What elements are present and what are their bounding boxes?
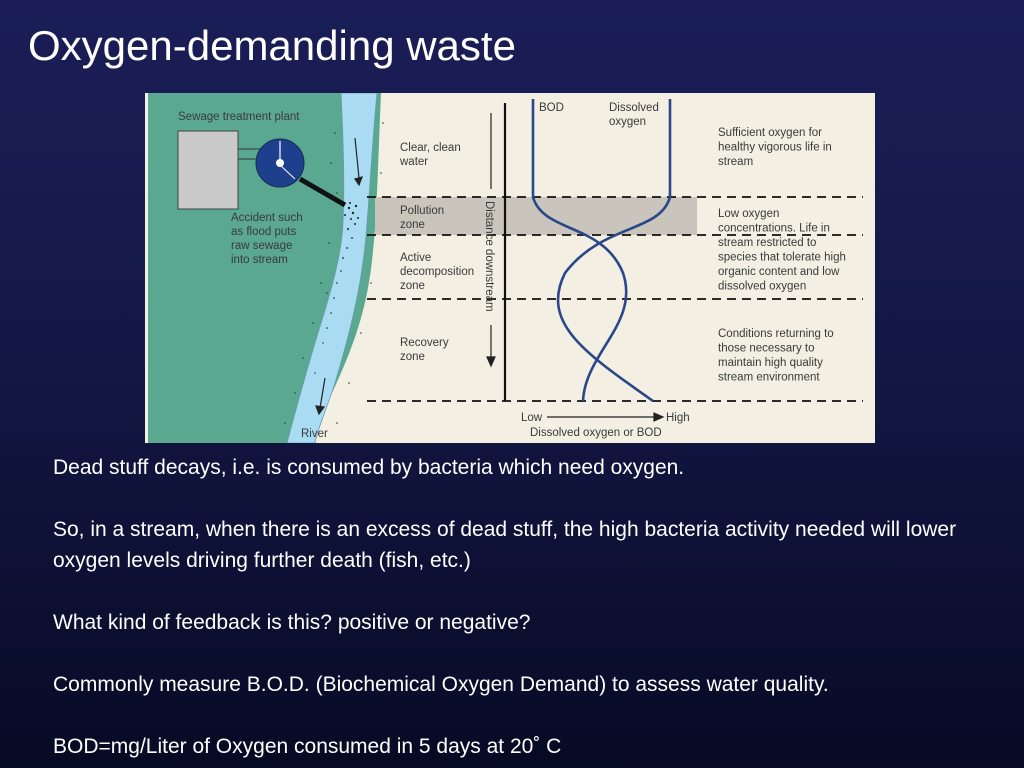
bod-curve: [531, 99, 628, 402]
plant-wheel-spoke2: [279, 164, 296, 180]
bod-label: BOD: [539, 102, 564, 114]
bullet-bod-measure: Commonly measure B.O.D. (Biochemical Oxy…: [53, 673, 829, 696]
sewage-plume: [322, 202, 359, 344]
slide-body: Dead stuff decays, i.e. is consumed by b…: [53, 452, 1013, 762]
outflow-pipe: [298, 176, 347, 208]
zone-desc-clear: Sufficient oxygen for healthy vigorous l…: [718, 127, 835, 168]
plant-wheel-hub: [276, 159, 284, 167]
accident-label: Accident such as flood puts raw sewage i…: [231, 212, 306, 266]
stream-pollution-diagram: Sewage treatment plant Accident such as …: [145, 93, 875, 443]
flow-arrow-bottom: [315, 377, 326, 416]
x-axis-label: Dissolved oxygen or BOD: [530, 427, 662, 439]
dissolved-oxygen-curve: [556, 99, 672, 403]
x-axis-arrow: [547, 412, 665, 422]
dissolved-oxygen-label: Dissolved oxygen: [609, 102, 662, 128]
bullet-feedback-question: What kind of feedback is this? positive …: [53, 611, 531, 634]
x-axis-high: High: [666, 412, 690, 424]
zone-dividers: [367, 196, 863, 402]
river: [286, 93, 378, 443]
plant-label: Sewage treatment plant: [178, 111, 300, 123]
flow-arrow-top: [354, 137, 363, 187]
zone-name-pollution: Pollution zone: [400, 205, 447, 231]
zone-name-recovery: Recovery zone: [400, 337, 452, 363]
zone-name-clear: Clear, clean water: [399, 142, 464, 168]
river-label: River: [301, 428, 328, 440]
slide-title: Oxygen-demanding waste: [28, 22, 516, 69]
diagram-svg: Sewage treatment plant Accident such as …: [148, 93, 863, 443]
bullet-bod-definition: BOD=mg/Liter of Oxygen consumed in 5 day…: [53, 735, 562, 758]
x-axis-low: Low: [521, 412, 543, 424]
treatment-building: [177, 130, 239, 210]
zone-desc-recovery: Conditions returning to those necessary …: [718, 328, 837, 384]
zone-name-decomposition: Active decomposition zone: [400, 252, 477, 292]
bullet-stream: So, in a stream, when there is an excess…: [53, 518, 957, 572]
downstream-arrow: [486, 113, 496, 368]
zone-desc-pollution: Low oxygen concentrations. Life in strea…: [718, 208, 849, 293]
bullet-decay: Dead stuff decays, i.e. is consumed by b…: [53, 456, 685, 479]
y-axis-label: Distance downstream: [483, 201, 495, 312]
river-bank: [310, 93, 388, 443]
